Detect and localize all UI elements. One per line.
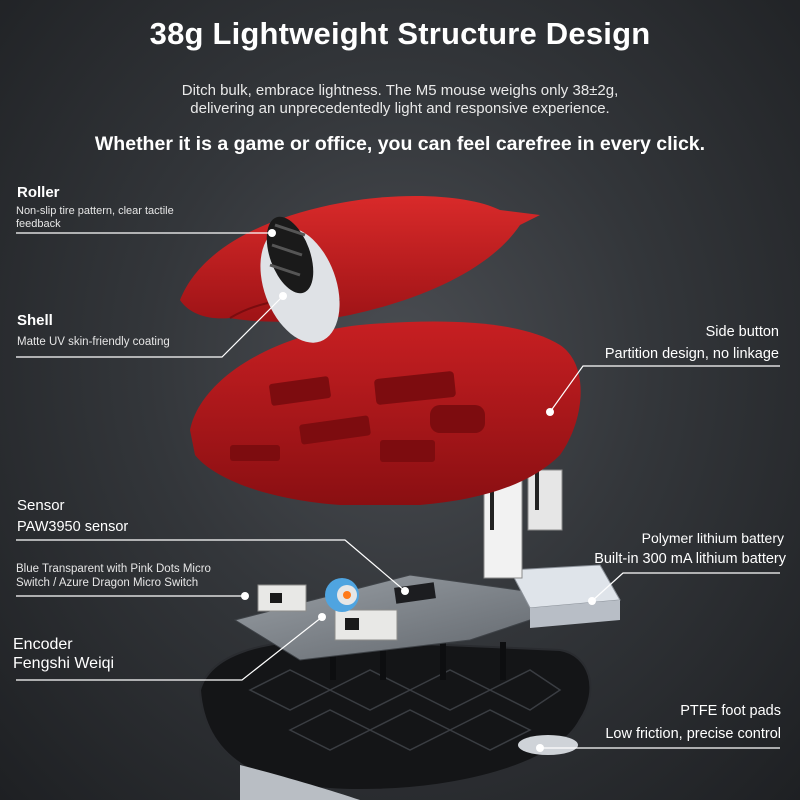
battery-desc: Built-in 300 mA lithium battery (594, 551, 786, 567)
feet-desc: Low friction, precise control (605, 726, 781, 742)
shell-title: Shell (17, 312, 53, 329)
bottom-shell (198, 635, 592, 800)
encoder-desc: Fengshi Weiqi (13, 655, 115, 672)
battery-title: Polymer lithium battery (641, 530, 784, 546)
subtitle-line-1: Ditch bulk, embrace lightness. The M5 mo… (181, 82, 619, 99)
feet-title: PTFE foot pads (680, 703, 781, 719)
roller-title: Roller (17, 184, 60, 201)
red-top-shell (180, 195, 540, 343)
switch-desc: Blue Transparent with Pink Dots Micro Sw… (16, 563, 211, 589)
red-main-shell (190, 321, 581, 505)
tagline: Whether it is a game or office, you can … (94, 133, 706, 155)
page-title: 38g Lightweight Structure Design (149, 16, 651, 51)
sensor-desc: PAW3950 sensor (17, 519, 129, 535)
sensor-title: Sensor (17, 497, 65, 514)
roller-desc: Non-slip tire pattern, clear tactile fee… (16, 205, 174, 230)
leader-dots (241, 229, 596, 752)
encoder-title: Encoder (13, 636, 73, 653)
shell-desc: Matte UV skin-friendly coating (17, 336, 170, 348)
subtitle-line-2: delivering an unprecedentedly light and … (190, 100, 610, 117)
leader-lines (16, 232, 780, 749)
side-button-desc: Partition design, no linkage (604, 346, 779, 362)
side-button-title: Side button (705, 324, 779, 340)
pcb-board (233, 574, 591, 661)
